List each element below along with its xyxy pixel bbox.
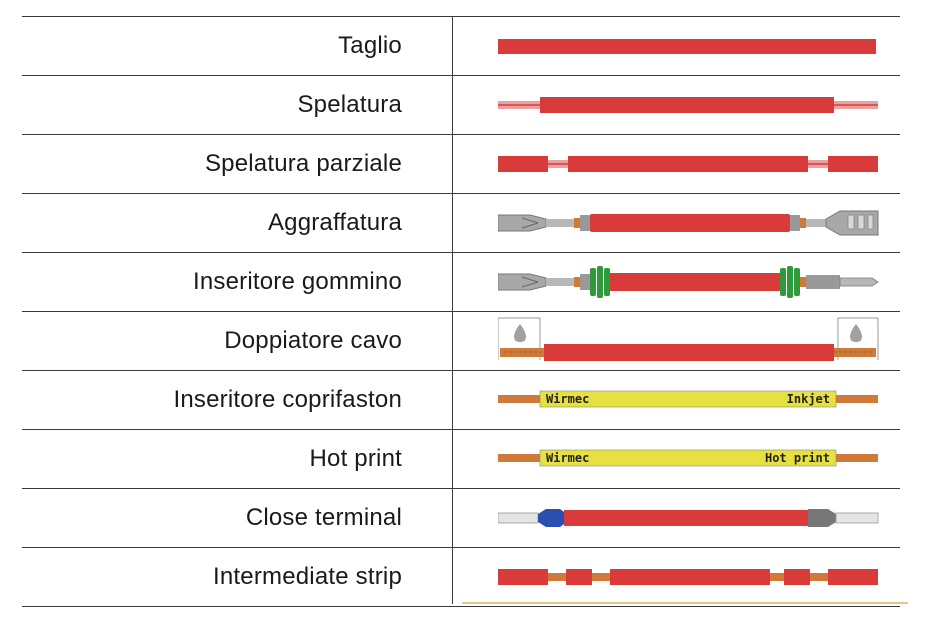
print-text-right: Hot print bbox=[765, 451, 830, 465]
table-row: Inseritore gommino bbox=[22, 253, 900, 312]
cable-illustration-hot-print: Wirmec Hot print bbox=[498, 430, 880, 488]
table-row: Inseritore coprifaston Wirmec Inkjet bbox=[22, 371, 900, 430]
table-row: Spelatura bbox=[22, 76, 900, 135]
table-row: Doppiatore cavo bbox=[22, 312, 900, 371]
table-row: Taglio bbox=[22, 16, 900, 76]
row-label: Intermediate strip bbox=[212, 563, 402, 590]
cable-illustration-twin-wire bbox=[498, 312, 880, 370]
cable-illustration-cut bbox=[498, 17, 880, 75]
cable-illustration-seal bbox=[498, 253, 880, 311]
cable-illustration-intermediate-strip bbox=[498, 548, 880, 606]
process-table: Taglio Spelatura Spelatura parziale bbox=[22, 16, 900, 607]
row-label: Inseritore gommino bbox=[192, 268, 402, 295]
table-row: Spelatura parziale bbox=[22, 135, 900, 194]
row-label: Close terminal bbox=[245, 504, 402, 531]
cable-illustration-inkjet: Wirmec Inkjet bbox=[498, 371, 880, 429]
print-text-left: Wirmec bbox=[546, 451, 589, 465]
row-label: Spelatura parziale bbox=[204, 150, 402, 177]
table-row: Hot print Wirmec Hot print bbox=[22, 430, 900, 489]
cable-illustration-close-terminal bbox=[498, 489, 880, 547]
table-row: Close terminal bbox=[22, 489, 900, 548]
row-label: Aggraffatura bbox=[267, 209, 402, 236]
cable-illustration-strip bbox=[498, 76, 880, 134]
print-text-left: Wirmec bbox=[546, 392, 589, 406]
column-divider bbox=[452, 16, 454, 604]
table-row: Aggraffatura bbox=[22, 194, 900, 253]
row-label: Spelatura bbox=[297, 91, 402, 118]
table-row: Intermediate strip bbox=[22, 548, 900, 607]
row-label: Inseritore coprifaston bbox=[173, 386, 402, 413]
row-label: Doppiatore cavo bbox=[224, 327, 402, 354]
row-label: Taglio bbox=[338, 32, 402, 59]
print-text-right: Inkjet bbox=[787, 392, 830, 406]
cable-illustration-crimp bbox=[498, 194, 880, 252]
row-label: Hot print bbox=[309, 445, 402, 472]
decorative-underline bbox=[462, 602, 908, 604]
cable-illustration-partial-strip bbox=[498, 135, 880, 193]
